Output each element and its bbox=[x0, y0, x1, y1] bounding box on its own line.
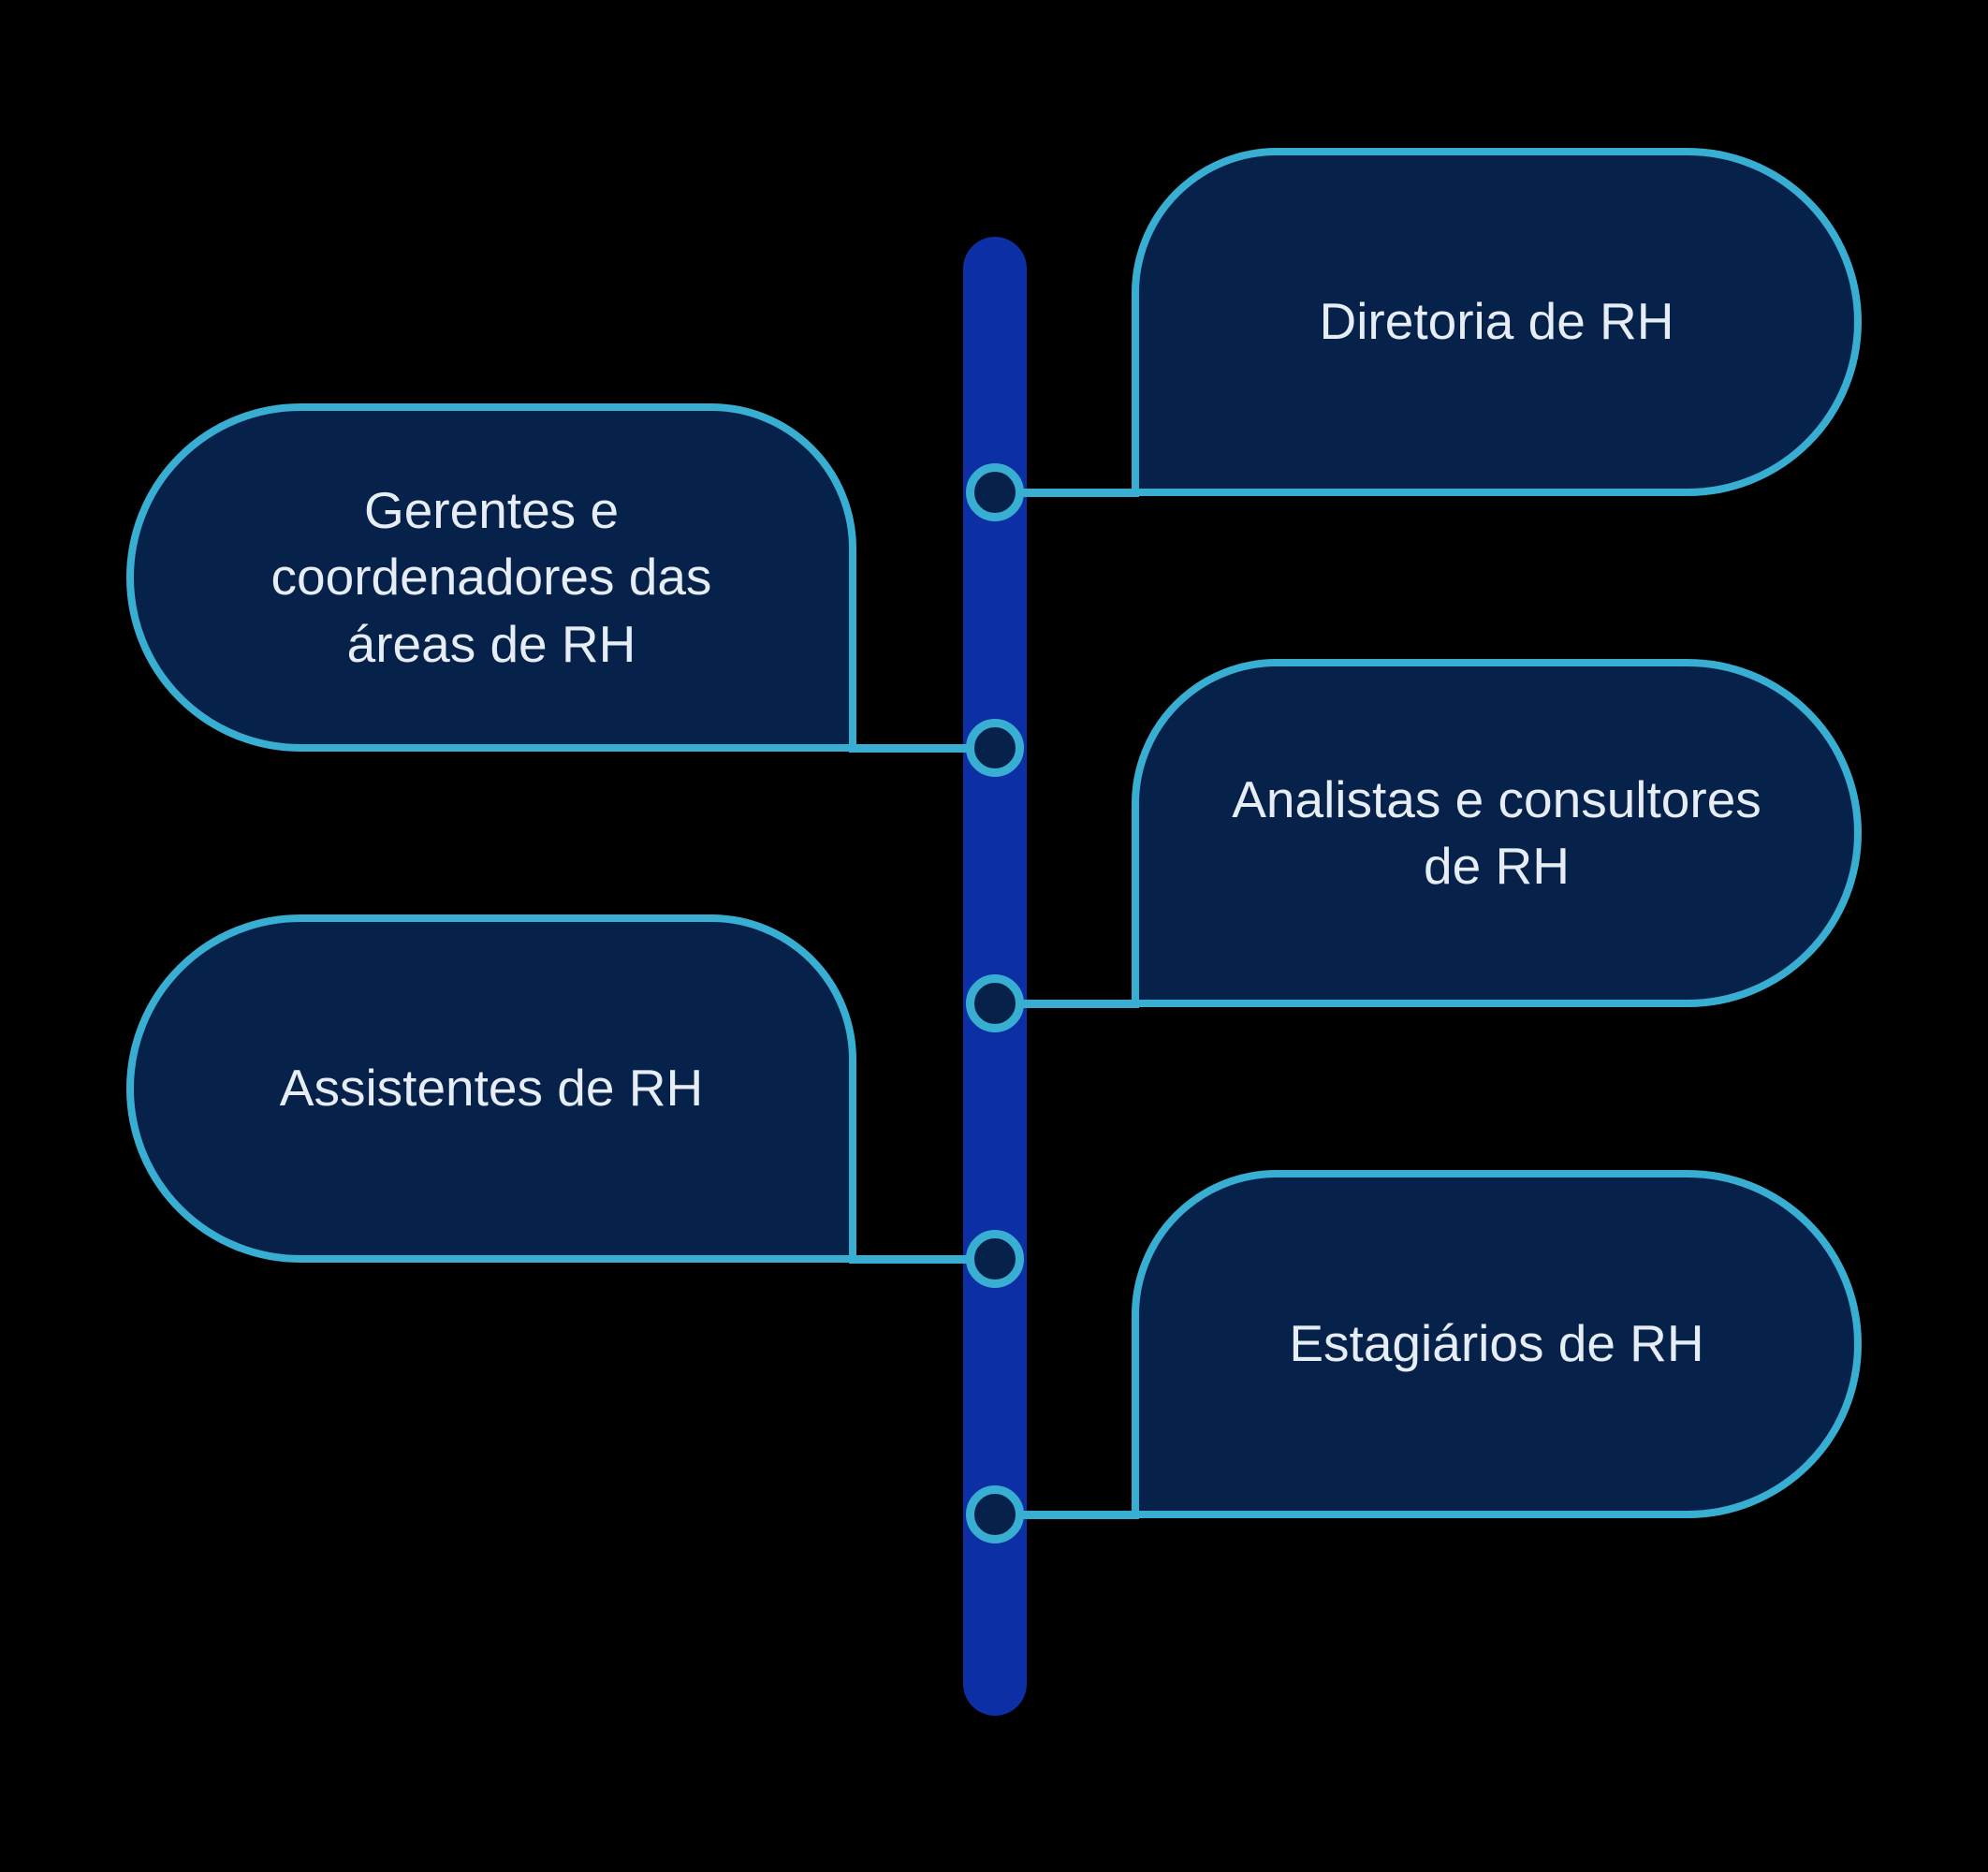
timeline-node-2 bbox=[966, 719, 1024, 777]
box-assistentes: Assistentes de RH bbox=[126, 914, 856, 1263]
box-label-line: coordenadores das bbox=[270, 548, 712, 607]
box-label-gerentes: Gerentes e coordenadores das áreas de RH bbox=[234, 477, 750, 679]
box-label-line: Analistas e consultores bbox=[1232, 769, 1761, 828]
box-label-diretoria: Diretoria de RH bbox=[1281, 288, 1711, 356]
box-label-assistentes: Assistentes de RH bbox=[242, 1055, 740, 1122]
box-label-line: áreas de RH bbox=[346, 614, 636, 673]
box-gerentes: Gerentes e coordenadores das áreas de RH bbox=[126, 403, 856, 752]
connector-line-gerentes bbox=[849, 744, 995, 753]
box-label-line: Diretoria de RH bbox=[1319, 292, 1674, 351]
connector-line-assistentes bbox=[849, 1255, 995, 1264]
timeline-node-1 bbox=[966, 463, 1024, 521]
box-label-estagiarios: Estagiários de RH bbox=[1251, 1310, 1741, 1378]
box-estagiarios: Estagiários de RH bbox=[1132, 1170, 1862, 1518]
timeline-node-5 bbox=[966, 1485, 1024, 1543]
box-label-analistas: Analistas e consultores de RH bbox=[1194, 767, 1799, 900]
box-label-line: de RH bbox=[1424, 837, 1570, 895]
connector-line-analistas bbox=[995, 1000, 1139, 1008]
connector-line-estagiarios bbox=[995, 1511, 1139, 1519]
box-label-line: Estagiários de RH bbox=[1289, 1314, 1704, 1373]
timeline-node-3 bbox=[966, 974, 1024, 1032]
box-analistas: Analistas e consultores de RH bbox=[1132, 659, 1862, 1007]
timeline-node-4 bbox=[966, 1230, 1024, 1288]
box-label-line: Gerentes e bbox=[363, 480, 620, 539]
box-diretoria: Diretoria de RH bbox=[1132, 148, 1862, 496]
box-label-line: Assistentes de RH bbox=[279, 1059, 704, 1118]
connector-line-diretoria bbox=[995, 489, 1139, 497]
